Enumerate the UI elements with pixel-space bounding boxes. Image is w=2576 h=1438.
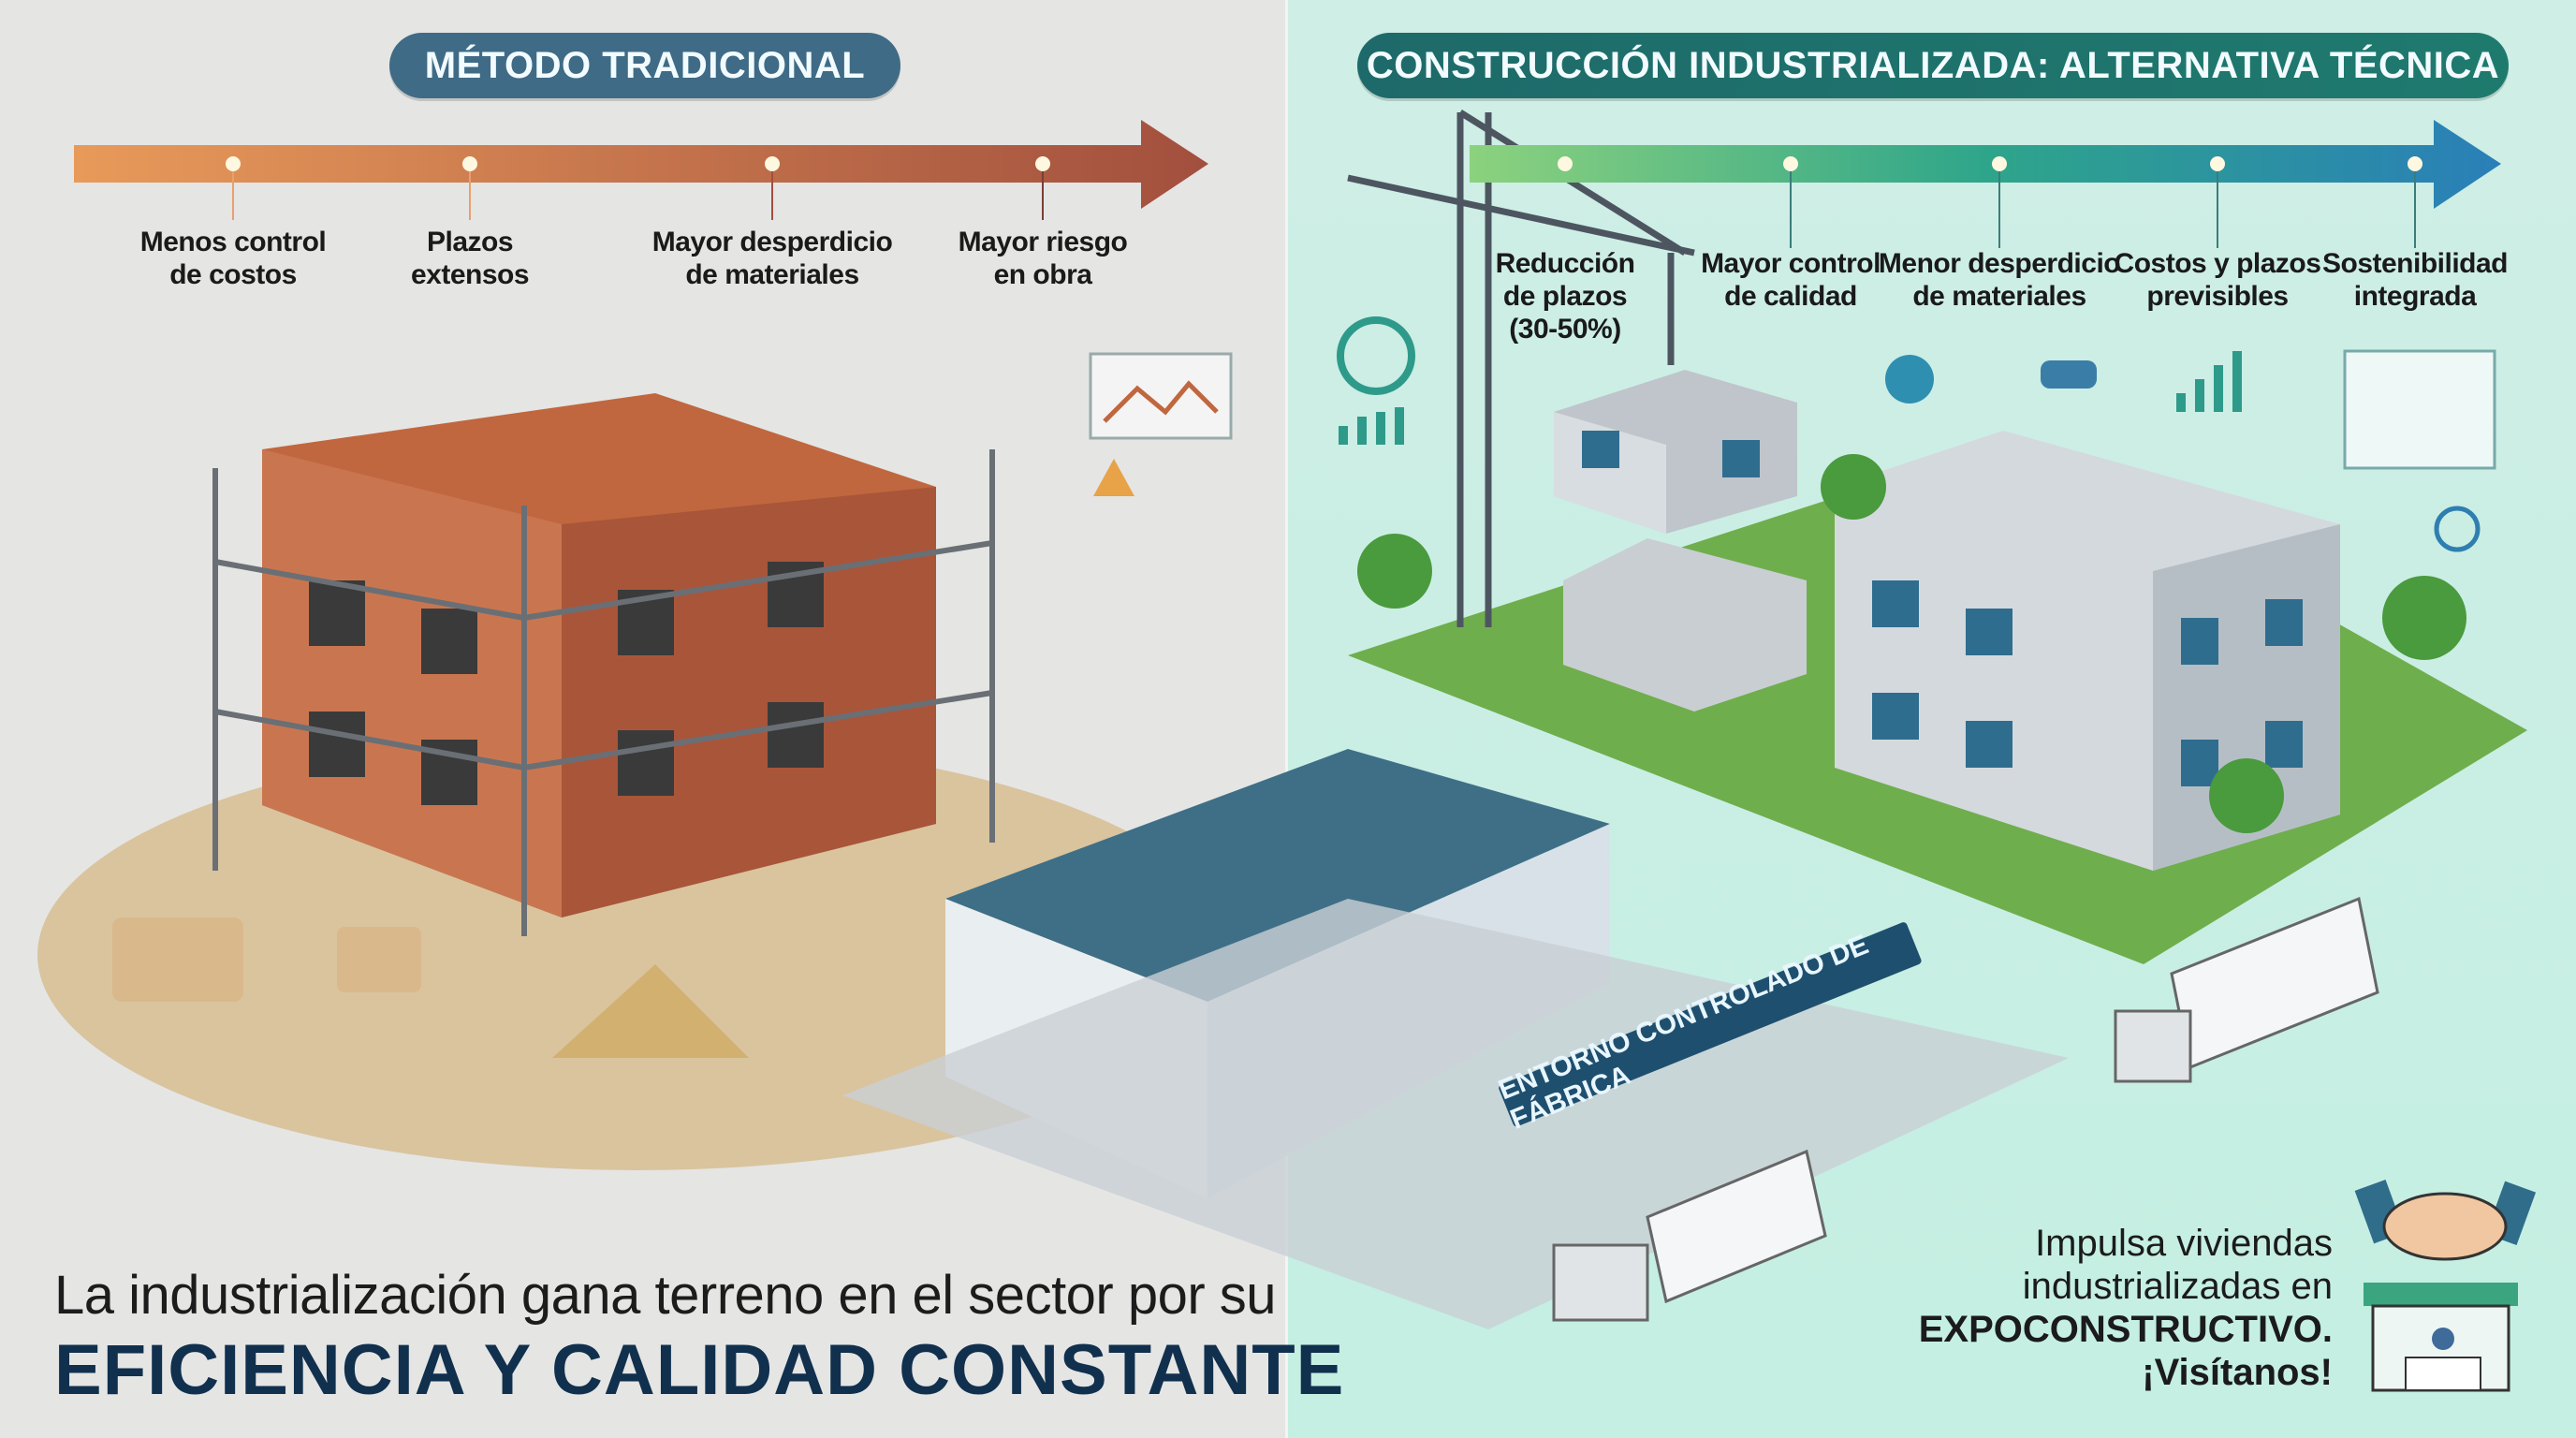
timeline-dot	[1035, 156, 1050, 171]
bar-chart-icon	[1339, 407, 1404, 445]
chart-line	[1103, 380, 1219, 423]
modular-houses	[1554, 370, 2340, 871]
timeline-dot	[2408, 156, 2422, 171]
timeline-stem	[1790, 164, 1792, 248]
traditional-timeline-arrow	[74, 120, 1208, 209]
timeline-label: Reducción de plazos (30-50%)	[1495, 248, 1635, 345]
cta-line3: EXPOCONSTRUCTIVO.	[1918, 1309, 2333, 1350]
timeline-label: Mayor desperdicio de materiales	[651, 227, 893, 290]
chart-card	[1089, 352, 1233, 440]
headline-line2: EFICIENCIA Y CALIDAD CONSTANTE	[54, 1330, 1345, 1410]
cta-line4: ¡Visítanos!	[2142, 1352, 2333, 1393]
cta-text: Impulsa viviendas industrializadas en EX…	[1881, 1222, 2333, 1394]
trees	[1357, 454, 2466, 833]
cta-handshake-icon	[2354, 1179, 2537, 1261]
timeline-dot	[2210, 156, 2225, 171]
timeline-label: Sostenibilidad integrada	[2321, 248, 2509, 312]
brick-building	[212, 393, 995, 936]
timeline-label: Mayor control de calidad	[1701, 248, 1881, 312]
timeline-stem	[771, 164, 773, 220]
timeline-dot	[226, 156, 241, 171]
timeline-dot	[462, 156, 477, 171]
timeline-stem	[2414, 164, 2416, 248]
timeline-label: Plazos extensos	[410, 227, 530, 290]
timeline-stem	[2217, 164, 2218, 248]
timeline-label: Costos y plazos previsibles	[2114, 248, 2321, 312]
timeline-dot	[1558, 156, 1573, 171]
traditional-method-title: MÉTODO TRADICIONAL	[389, 33, 900, 98]
warning-icon	[1093, 459, 1134, 496]
clock-icon	[1337, 316, 1415, 395]
sand-pile	[552, 964, 749, 1058]
cta-line1: Impulsa viviendas	[2035, 1223, 2333, 1264]
dashboard-card	[2343, 349, 2496, 470]
industrialized-timeline-arrow	[1470, 120, 2501, 209]
industrialized-title: CONSTRUCCIÓN INDUSTRIALIZADA: ALTERNATIV…	[1357, 33, 2509, 98]
timeline-stem	[469, 164, 471, 220]
globe-icon	[2434, 506, 2481, 552]
timeline-label: Menor desperdicio de materiales	[1878, 248, 2121, 312]
handshake-icon	[2041, 360, 2097, 389]
growth-chart-icon	[2176, 351, 2242, 412]
timeline-label: Mayor riesgo en obra	[958, 227, 1128, 290]
timeline-stem	[1998, 164, 2000, 248]
truck-icon	[1552, 896, 2379, 1322]
cta-line2: industrializadas en	[2022, 1266, 2333, 1307]
cement-bags	[112, 917, 421, 1002]
timeline-dot	[1992, 156, 2007, 171]
timeline-stem	[1042, 164, 1044, 220]
gear-check-icon	[1885, 355, 1934, 404]
timeline-stem	[232, 164, 234, 220]
panel-divider	[1285, 0, 1288, 1438]
timeline-dot	[765, 156, 780, 171]
headline-line1: La industrialización gana terreno en el …	[54, 1265, 1277, 1326]
timeline-label: Menos control de costos	[139, 227, 327, 290]
scaffolding	[212, 449, 995, 936]
timeline-dot	[1783, 156, 1798, 171]
booth-icon	[2364, 1283, 2518, 1392]
